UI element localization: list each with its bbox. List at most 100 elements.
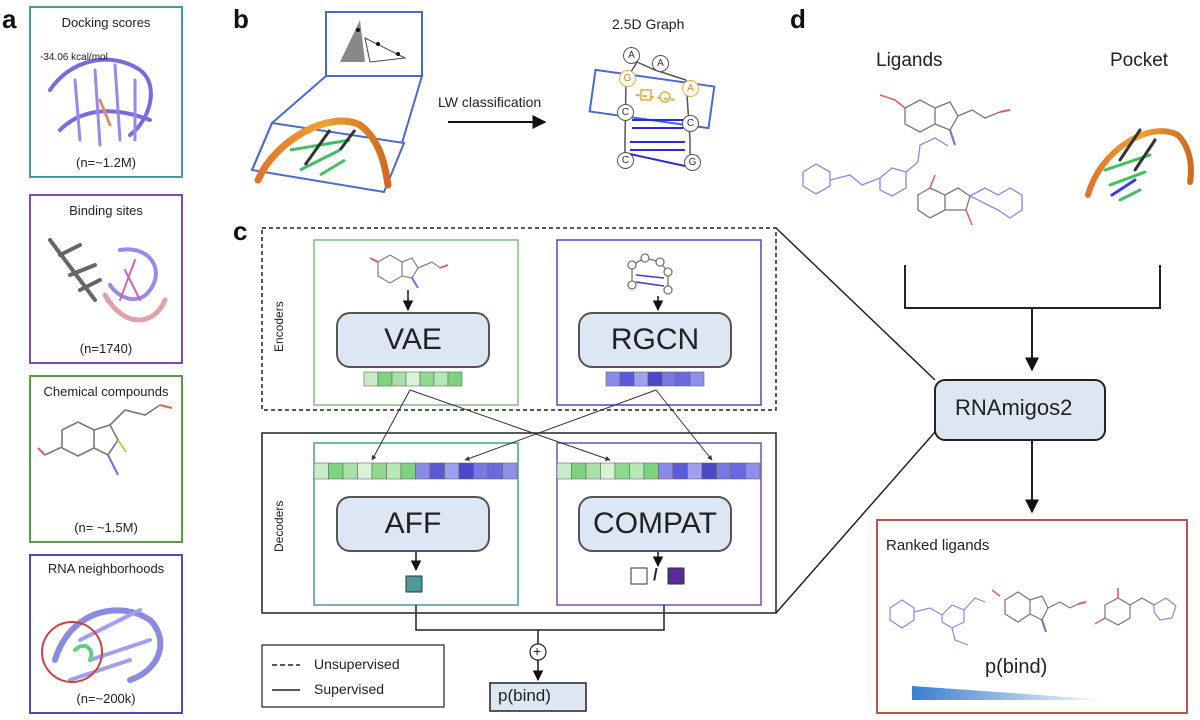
aff-module: AFF <box>336 496 490 552</box>
rna-neighborhoods-group: RNA neighborhoods (n=~200k) <box>30 555 182 713</box>
encoders-label: Encoders <box>272 301 286 352</box>
embedding-cell <box>605 371 621 387</box>
binding-site-structure <box>48 238 168 323</box>
panel-letter-a: a <box>2 4 17 34</box>
encoder-to-decoder-arrows <box>371 389 713 461</box>
embedding-cell <box>633 371 649 387</box>
binding-sites-count: (n=1740) <box>79 341 133 356</box>
embedding-cell <box>357 462 373 480</box>
ranked-ligands-box <box>876 519 1188 714</box>
pbind-output-label: p(bind) <box>498 686 551 705</box>
compat-output-neg <box>630 567 648 585</box>
docking-rna-structure <box>48 57 153 147</box>
embedding-cell <box>487 462 503 480</box>
embedding-cell <box>556 462 572 480</box>
docking-box <box>29 6 183 178</box>
graph-node: G <box>619 70 636 87</box>
rgcn-module: RGCN <box>578 312 732 368</box>
embedding-cell <box>661 371 677 387</box>
panel-c <box>261 227 936 712</box>
compat-box <box>556 442 762 606</box>
model-box <box>934 379 1106 441</box>
embedding-cell <box>647 371 663 387</box>
pbind-gradient-wedge <box>912 686 1110 700</box>
embedding-cell <box>458 462 474 480</box>
vae-ligand-icon <box>369 254 449 289</box>
leontis-westhof-inset <box>325 11 423 77</box>
compat-output-pos <box>667 567 685 585</box>
embedding-cell <box>675 371 691 387</box>
ranked-pbind-label: p(bind) <box>985 656 1048 678</box>
graph-node: C <box>617 152 634 169</box>
panel-a <box>29 6 183 714</box>
compounds-box <box>29 375 183 543</box>
chemical-compounds-count: (n= ~1.5M) <box>74 520 138 535</box>
ligand-structures <box>802 94 1023 226</box>
vae-embedding <box>363 371 463 387</box>
vae-box <box>313 239 519 406</box>
lw-classification-label: LW classification <box>438 94 542 110</box>
embedding-cell <box>328 462 344 480</box>
pocket-label: Pocket <box>1110 50 1169 71</box>
embedding-cell <box>447 371 463 387</box>
docking-count: (n=~1.2M) <box>76 155 136 170</box>
encoders-box <box>261 227 777 411</box>
embedding-cell <box>377 371 393 387</box>
graph-node: C <box>617 104 634 121</box>
embedding-cell <box>658 462 674 480</box>
embedding-cell <box>502 462 518 480</box>
embedding-cell <box>419 371 435 387</box>
embedding-cell <box>716 462 732 480</box>
input-merge-lines <box>904 265 1161 370</box>
binding-sites-group: Binding sites (n=1740) <box>30 195 182 363</box>
rgcn-embedding <box>605 371 705 387</box>
embedding-cell <box>391 371 407 387</box>
legend-box <box>261 644 445 708</box>
graph-node: A <box>682 80 699 97</box>
embedding-cell <box>629 462 645 480</box>
ranked-ligand-structures <box>889 588 1177 646</box>
panel-b <box>250 11 716 194</box>
embedding-cell <box>415 462 431 480</box>
zoom-lines <box>775 227 936 614</box>
embedding-cell <box>571 462 587 480</box>
panel-letter-b: b <box>233 4 249 34</box>
panel-letter-d: d <box>790 4 806 34</box>
neighborhoods-box <box>29 554 183 714</box>
legend-supervised: Supervised <box>314 681 385 697</box>
embedding-cell <box>689 371 705 387</box>
compound-structure <box>37 404 173 476</box>
embedding-cell <box>371 462 387 480</box>
embedding-cell <box>672 462 688 480</box>
embedding-cell <box>386 462 402 480</box>
vae-module: VAE <box>336 312 490 368</box>
graph-node: C <box>682 115 699 132</box>
neighborhood-structure <box>41 607 164 683</box>
embedding-cell <box>400 462 416 480</box>
rna-neighborhoods-title: RNA neighborhoods <box>47 561 165 576</box>
embedding-cell <box>405 371 421 387</box>
sum-symbol: + <box>533 643 542 659</box>
panel-letter-c: c <box>233 216 248 246</box>
chemical-compounds-title: Chemical compounds <box>43 384 169 399</box>
ligands-label: Ligands <box>876 50 943 71</box>
embedding-cell <box>313 462 329 480</box>
docking-score-annotation: -34.06 kcal/mol <box>40 52 108 63</box>
graph-node: A <box>652 55 669 72</box>
graph-node: A <box>623 47 640 64</box>
merge-lines <box>415 605 665 645</box>
binding-box <box>29 194 183 364</box>
aff-output-cell <box>405 575 423 593</box>
aff-concat-embedding <box>313 462 518 480</box>
embedding-cell <box>730 462 746 480</box>
graph-label: 2.5D Graph <box>612 16 685 32</box>
docking-scores-group: Docking scores -34.06 kcal/mol (n=~1.2M) <box>30 7 182 177</box>
embedding-cell <box>701 462 717 480</box>
compat-concat-embedding <box>556 462 761 480</box>
compat-module: COMPAT <box>578 496 732 552</box>
embedding-cell <box>429 462 445 480</box>
embedding-cell <box>600 462 616 480</box>
graph-node: G <box>684 154 701 171</box>
embedding-cell <box>363 371 379 387</box>
